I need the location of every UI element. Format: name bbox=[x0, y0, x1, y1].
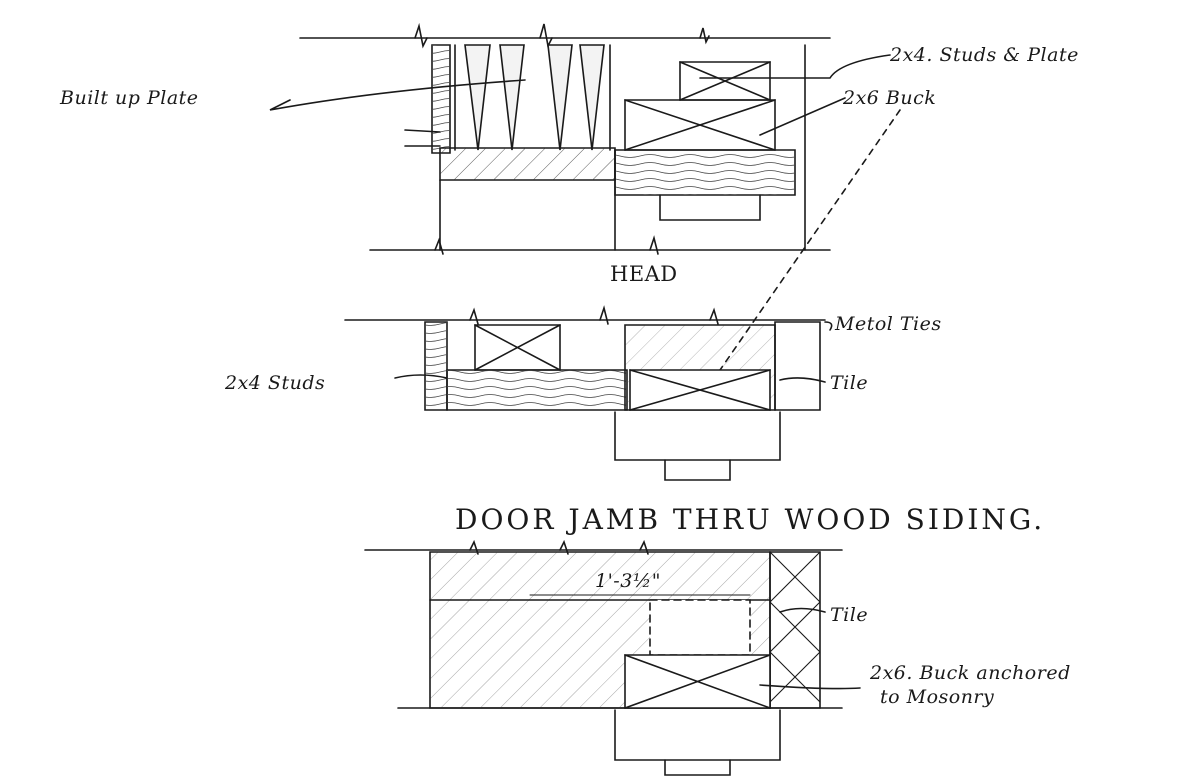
label-to-masonry: to Mosonry bbox=[880, 686, 995, 708]
dimension-label: 1'-3½" bbox=[595, 570, 661, 592]
label-buck-anchored: 2x6. Buck anchored bbox=[870, 662, 1071, 684]
label-tile-wood: Tile bbox=[830, 372, 869, 394]
label-built-up-plate: Built up Plate bbox=[60, 87, 199, 109]
label-2x6-buck: 2x6 Buck bbox=[843, 87, 937, 109]
door-jamb-wood-title: DOOR JAMB THRU WOOD SIDING. bbox=[455, 503, 1046, 536]
label-2x4-studs: 2x4 Studs bbox=[225, 372, 326, 394]
door-jamb-wood-detail bbox=[345, 308, 832, 480]
label-studs-and-plate: 2x4. Studs & Plate bbox=[890, 44, 1079, 66]
door-jamb-masonry-detail bbox=[365, 542, 860, 775]
label-tile-masonry: Tile bbox=[830, 604, 869, 626]
head-detail bbox=[270, 24, 900, 370]
head-section-title: HEAD bbox=[610, 262, 678, 286]
label-metal-ties: Metol Ties bbox=[835, 313, 942, 335]
